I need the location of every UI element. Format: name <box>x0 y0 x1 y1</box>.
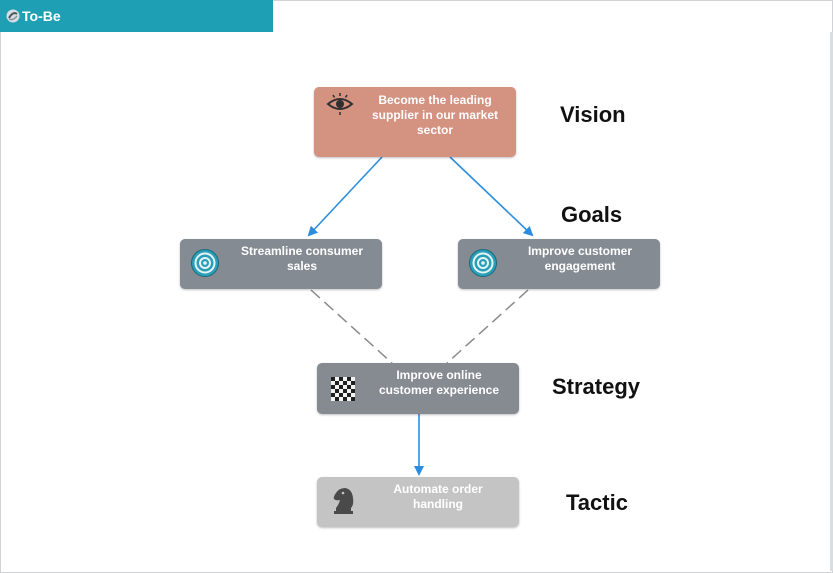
dashed-link-goal-left-to-strategy <box>310 289 393 364</box>
target-icon <box>469 249 497 277</box>
level-label-strategy: Strategy <box>552 374 641 399</box>
strategy-node[interactable]: Improve online customer experience <box>317 363 519 414</box>
level-label-vision: Vision <box>560 102 626 127</box>
arrow-vision-to-goal-left <box>307 156 383 237</box>
level-label-goals: Goals <box>561 202 623 227</box>
goal-left-text: Streamline consumer sales <box>240 244 364 273</box>
swirl-logo-icon <box>6 9 20 23</box>
vision-node[interactable]: Become the leading supplier in our marke… <box>314 87 516 157</box>
to-be-tab[interactable]: To-Be <box>0 0 273 32</box>
dashed-link-goal-right-to-strategy <box>446 289 529 364</box>
chess-knight-icon <box>333 488 354 514</box>
arrow-vision-to-goal-right <box>449 156 534 237</box>
chessboard-icon <box>331 377 355 401</box>
eye-icon <box>326 93 354 115</box>
goal-node-left[interactable]: Streamline consumer sales <box>180 239 382 289</box>
tab-title: To-Be <box>22 8 61 24</box>
right-scroll-edge <box>830 32 833 571</box>
level-label-tactic: Tactic <box>566 490 628 515</box>
goal-node-right[interactable]: Improve customer engagement <box>458 239 660 289</box>
target-icon <box>191 249 219 277</box>
goal-right-text: Improve customer engagement <box>527 244 633 273</box>
tactic-text: Automate order handling <box>393 482 483 511</box>
vision-node-text: Become the leading supplier in our marke… <box>371 93 499 137</box>
strategy-text: Improve online customer experience <box>378 368 500 397</box>
tactic-node[interactable]: Automate order handling <box>317 477 519 527</box>
